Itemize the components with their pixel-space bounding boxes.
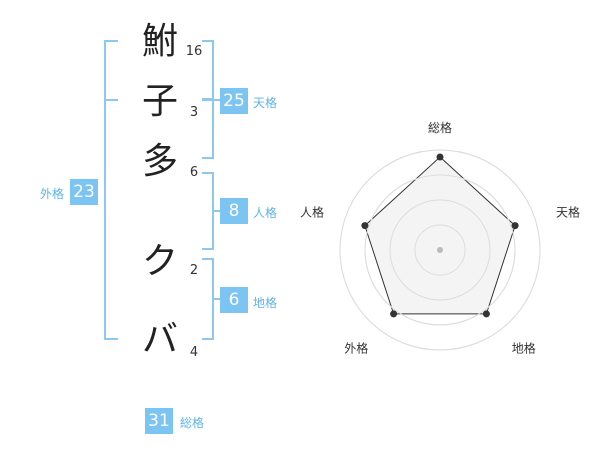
gaikaku-bracket — [104, 40, 118, 340]
name-char-4: ク — [141, 241, 178, 282]
radar-ring-overlay-3 — [364, 174, 516, 326]
soukaku-score-badge: 31 — [145, 408, 173, 434]
chikaku-bracket-tick — [214, 298, 222, 300]
radar-center-dot — [437, 247, 443, 253]
jinkaku-label: 人格 — [253, 206, 278, 220]
chikaku-bracket — [202, 258, 214, 340]
gaikaku-label: 外格 — [40, 187, 65, 201]
radar-point-3 — [482, 310, 490, 318]
gaikaku-bracket-tick — [104, 99, 118, 101]
gaikaku-score-badge: 23 — [70, 179, 98, 205]
stroke-count-2: 3 — [189, 105, 199, 120]
tenkaku-bracket-tick — [214, 99, 222, 101]
stroke-count-1: 16 — [185, 44, 203, 59]
stroke-count-4: 2 — [189, 263, 199, 278]
stroke-count-5: 4 — [189, 345, 199, 360]
radar-axis-label-3: 地格 — [512, 341, 536, 356]
soukaku-label: 総格 — [180, 416, 205, 430]
radar-data-polygon — [364, 156, 516, 315]
chikaku-label: 地格 — [253, 296, 278, 310]
radar-axis-label-2: 天格 — [556, 204, 580, 219]
name-char-3: 多 — [141, 141, 178, 182]
jinkaku-bracket-2 — [202, 172, 214, 250]
jinkaku-score-badge: 8 — [220, 198, 248, 224]
tenkaku-bracket — [202, 40, 214, 100]
radar-point-5 — [361, 222, 369, 230]
radar-axis-label-4: 外格 — [344, 341, 368, 356]
radar-ring-overlay-4 — [339, 149, 541, 351]
radar-axis-label-1: 総格 — [428, 120, 452, 135]
radar-point-2 — [511, 222, 519, 230]
radar-point-1 — [436, 153, 444, 161]
radar-point-4 — [390, 310, 398, 318]
jinkaku-bracket-tick — [214, 210, 222, 212]
stroke-count-3: 6 — [189, 165, 199, 180]
radar-ring-overlay-1 — [414, 224, 466, 276]
name-char-2: 子 — [141, 81, 178, 122]
jinkaku-bracket — [202, 99, 214, 159]
tenkaku-label: 天格 — [253, 96, 278, 110]
tenkaku-score-badge: 25 — [220, 88, 248, 114]
chikaku-score-badge: 6 — [220, 287, 248, 313]
name-char-5: バ — [141, 319, 178, 360]
name-char-1: 鮒 — [141, 21, 178, 62]
radar-axis-label-5: 人格 — [300, 204, 324, 219]
radar-ring-overlay-2 — [389, 199, 491, 301]
